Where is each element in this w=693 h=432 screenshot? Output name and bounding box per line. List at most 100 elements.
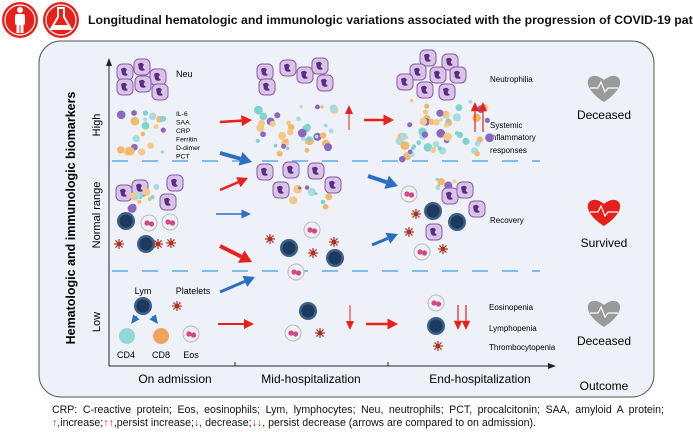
cytokine-particle [407, 149, 413, 155]
neutrophil-icon [256, 63, 274, 81]
label-neutrophilia: Neutrophilia [490, 75, 533, 84]
cytokine-particle [273, 143, 278, 148]
neutrophil-icon [419, 49, 437, 67]
decrease-trend-arrow [367, 174, 398, 189]
x-axis-arrowhead [548, 363, 556, 369]
persist-increase-arrow-icon [478, 102, 488, 132]
platelet-icon [433, 341, 443, 351]
cytokine-particle [314, 192, 318, 196]
outcome-label: Outcome [580, 379, 629, 393]
neutrophil-icon [311, 57, 329, 75]
heart-deceased-icon [587, 75, 621, 102]
cytokine-particle [311, 189, 315, 193]
cytokine-particle [484, 117, 490, 123]
cytokine-particle [452, 179, 457, 184]
neutrophil-icon [279, 59, 297, 77]
cytokine-particle [286, 128, 294, 136]
cytokine-particle [452, 113, 461, 122]
neutrophil-icon [159, 193, 177, 211]
lymphocyte-icon [137, 235, 155, 253]
cytokine-particle [274, 112, 281, 119]
label-cd4: CD4 [117, 350, 135, 360]
cytokine-particle [443, 132, 452, 142]
cytokine-particle [307, 187, 316, 197]
cytokine-particle [323, 143, 333, 152]
label-eos: Eos [183, 350, 199, 360]
cytokine-particle [297, 128, 307, 138]
platelet-icon [172, 301, 182, 311]
cytokine-particle [432, 140, 440, 148]
y-axis-title: Hematologic and immunologic biomarkers [64, 92, 78, 345]
eosinophil-icon [400, 185, 418, 203]
cytokine-particle [125, 146, 135, 156]
cytokine-particle [423, 109, 429, 115]
cytokine-particle [116, 110, 126, 120]
neutrophil-icon [425, 223, 443, 241]
neutrophil-icon [149, 68, 167, 86]
cytokine-particle [253, 105, 263, 115]
eosinophil-icon [161, 213, 179, 231]
cytokine-particle [437, 177, 445, 186]
cytokine-particle [276, 150, 283, 157]
label-neu: Neu [176, 69, 193, 79]
progression-diagram: Hematologic and immunologic biomarkers H… [38, 40, 655, 398]
neutrophil-icon [115, 184, 133, 202]
cytokine-particle [437, 146, 442, 151]
platelet-icon [114, 239, 124, 249]
neutrophil-icon [116, 63, 134, 81]
cytokine-particle [320, 199, 326, 205]
timepoint-end: End-hospitalization [429, 372, 530, 386]
lymphocyte-icon [427, 317, 445, 335]
neutrophil-icon [258, 78, 276, 96]
level-low: Low [91, 312, 103, 332]
neutrophil-icon [256, 163, 274, 181]
cytokine-particle [153, 124, 159, 130]
label-recovery: Recovery [490, 216, 524, 225]
progression-arrow [218, 319, 254, 329]
cytokine-particle [255, 138, 260, 143]
cytokine-particle [436, 109, 444, 117]
platelet-icon [166, 238, 176, 248]
label-eosinopenia: Eosinopenia [489, 303, 534, 312]
eosinophil-icon [303, 221, 321, 239]
platelet-icon [404, 227, 414, 237]
lymphocyte-icon [424, 202, 442, 220]
persist-increase-arrow-icon [470, 102, 480, 132]
cytokine-particle [134, 192, 141, 199]
platelet-icon [153, 239, 163, 249]
stable-trend-arrow [216, 209, 251, 219]
cytokine-particle [147, 197, 152, 201]
label-ddimer: D-dimer [176, 145, 201, 152]
cytokine-particle [436, 129, 446, 138]
label-pct: PCT [176, 154, 190, 161]
lymphocyte-icon [299, 302, 317, 320]
cytokine-particle [416, 140, 422, 145]
cytokine-particle [286, 120, 292, 126]
progression-arrow [366, 318, 398, 330]
label-lymphopenia: Lymphopenia [489, 324, 537, 333]
cytokine-particle [132, 135, 140, 143]
cytokine-particle [445, 118, 451, 123]
cytokine-particle [323, 123, 328, 128]
decrease-trend-arrow [219, 151, 252, 166]
outcome-survived: Survived [581, 236, 628, 250]
neutrophil-icon [272, 181, 290, 199]
eosinophil-icon [182, 325, 200, 343]
cytokine-particle [329, 104, 338, 113]
caption-persist-increase: ,persist increase; [113, 417, 194, 429]
neutrophil-icon [166, 174, 184, 192]
cytokine-particle [412, 144, 417, 149]
increase-trend-arrow [219, 177, 248, 192]
neutrophil-icon [134, 75, 152, 93]
cytokine-particle [322, 203, 329, 210]
neutrophil-icon [449, 66, 467, 84]
label-lym: Lym [135, 286, 152, 296]
label-responses: responses [490, 146, 527, 155]
cytokine-particle [443, 122, 449, 128]
cytokine-particle [454, 131, 460, 136]
neutrophil-icon [396, 73, 414, 91]
neutrophil-icon [441, 187, 459, 205]
lymphocyte-icon [117, 212, 135, 230]
neutrophil-icon [438, 83, 456, 101]
platelet-icon [411, 209, 421, 219]
